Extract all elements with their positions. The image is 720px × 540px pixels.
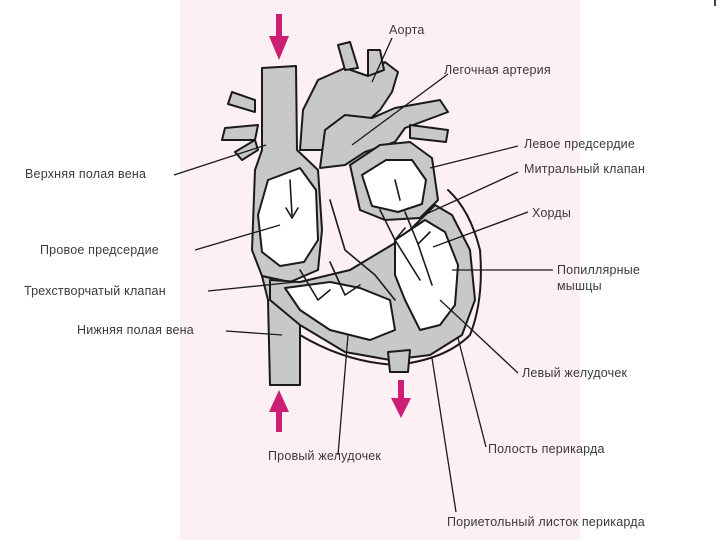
leader-pericardial-cavity <box>458 338 486 447</box>
label-papillary-muscles-1: Попиллярные <box>557 263 640 277</box>
arrow-aorta-down <box>391 380 411 418</box>
label-mitral-valve: Митральный клапан <box>524 162 645 176</box>
right-atrium-chamber <box>258 168 318 266</box>
leader-mitral-valve <box>424 172 518 215</box>
svc-side-vessel-2 <box>235 140 258 160</box>
label-chordae: Хорды <box>532 206 571 220</box>
label-aorta: Аорта <box>389 23 425 37</box>
pulmonary-left-branch <box>410 125 448 142</box>
label-left-atrium: Левое предсердие <box>524 137 635 151</box>
label-pulmonary-artery: Легочная артерия <box>444 63 551 77</box>
label-left-ventricle: Левый желудочек <box>522 366 627 380</box>
leader-svc <box>174 145 266 175</box>
label-parietal-pericardium: Пориетольный листок перикарда <box>447 515 645 529</box>
label-inferior-vena-cava: Нижняя полая вена <box>77 323 194 337</box>
leader-parietal <box>432 358 456 512</box>
arrow-ivc-out <box>269 390 289 432</box>
leader-left-atrium <box>430 146 518 168</box>
label-papillary-muscles-2: мышцы <box>557 279 602 293</box>
descending-aorta-stub <box>388 350 410 372</box>
corner-tick-icon <box>712 0 718 6</box>
label-tricuspid-valve: Трехстворчатый клапан <box>24 284 166 298</box>
arrow-svc-in <box>269 14 289 60</box>
label-right-atrium: Провое предсердие <box>40 243 159 257</box>
pulmonary-right-branch <box>222 125 258 140</box>
label-pericardial-cavity: Полость перикарда <box>488 442 605 456</box>
svc-side-vessel-1 <box>228 92 255 112</box>
label-right-ventricle: Провый желудочек <box>268 449 381 463</box>
aorta-branch-1 <box>338 42 358 70</box>
label-superior-vena-cava: Верхняя полая вена <box>25 167 146 181</box>
